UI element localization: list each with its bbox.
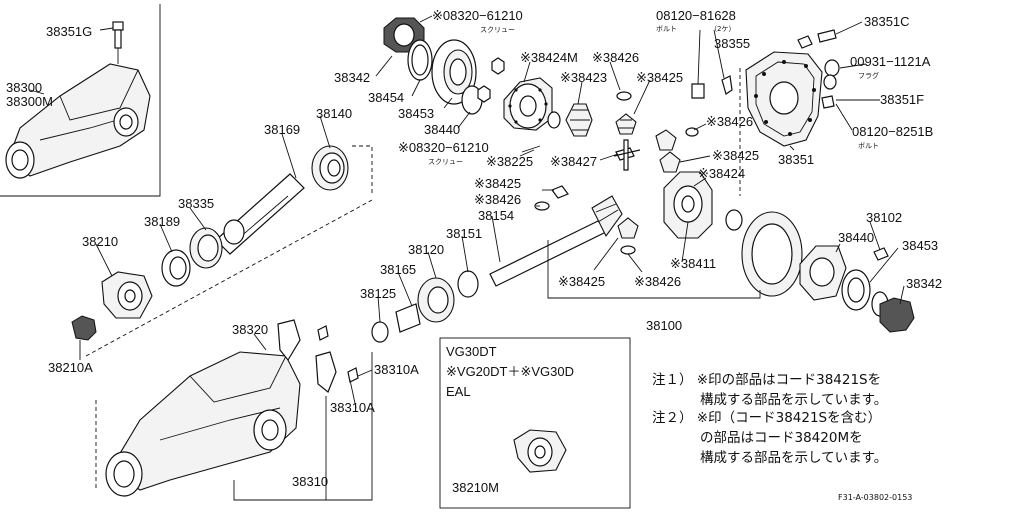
label-38210: 38210: [82, 234, 118, 249]
label-08320-a-sub: スクリュー: [480, 26, 515, 34]
label-38426-mid: ※38426: [706, 114, 753, 129]
label-38189: 38189: [144, 214, 180, 229]
label-38355: 38355: [714, 36, 750, 51]
note-1-line-2: 構成する部品を示しています。: [700, 392, 887, 408]
label-38120: 38120: [408, 242, 444, 257]
label-38169: 38169: [264, 122, 300, 137]
label-38300M: 38300M: [6, 94, 53, 109]
label-38425-top: ※38425: [636, 70, 683, 85]
label-38165: 38165: [380, 262, 416, 277]
legend-line-1: VG30DT: [446, 344, 497, 359]
legend-line-3: EAL: [446, 384, 471, 399]
label-08320-b: ※08320−61210: [398, 140, 489, 155]
label-38310: 38310: [292, 474, 328, 489]
figure-code: F31-A-03802-0153: [838, 493, 912, 502]
label-38351F: 38351F: [880, 92, 924, 107]
label-00931-sub: フラグ: [858, 71, 879, 80]
label-38102: 38102: [866, 210, 902, 225]
label-38320: 38320: [232, 322, 268, 337]
note-2-line-1: 注２） ※印（コード38421Sを含む）: [652, 410, 881, 426]
label-38426-top: ※38426: [592, 50, 639, 65]
label-38210M: 38210M: [452, 480, 499, 495]
label-38140: 38140: [316, 106, 352, 121]
drive-pinion-group: [71, 145, 373, 357]
label-08120-b: 08120−8251B: [852, 124, 933, 139]
label-38425-mid: ※38425: [712, 148, 759, 163]
label-08320-b-sub: スクリュー: [428, 158, 463, 166]
label-38411: ※38411: [670, 256, 716, 271]
label-38351C: 38351C: [864, 14, 910, 29]
label-38300: 38300: [6, 80, 42, 95]
inset-assembly: [0, 4, 161, 197]
label-08120-a-qty: （2ケ）: [710, 25, 735, 33]
label-38440-top: 38440: [424, 122, 460, 137]
label-38453-top: 38453: [398, 106, 434, 121]
label-38453-right: 38453: [902, 238, 938, 253]
legend-box: [439, 337, 631, 509]
legend-line-2: ※VG20DT＋※VG30D: [446, 364, 574, 379]
label-38426-c: ※38426: [474, 192, 521, 207]
label-38426-d: ※38426: [634, 274, 681, 289]
label-38427: ※38427: [550, 154, 597, 169]
part-labels: 38351G 38300 38300M 38342 38454 38453 38…: [6, 8, 942, 495]
label-38351G: 38351G: [46, 24, 92, 39]
rear-cover-group: [655, 29, 840, 196]
label-08120-a: 08120−81628: [656, 8, 736, 23]
label-38210A: 38210A: [48, 360, 93, 375]
label-38424: ※38424: [698, 166, 745, 181]
label-38100: 38100: [646, 318, 682, 333]
label-38310A-2: 38310A: [330, 400, 375, 415]
label-38225: ※38225: [486, 154, 533, 169]
label-38351: 38351: [778, 152, 814, 167]
label-08320-a: ※08320−61210: [432, 8, 523, 23]
label-38424M: ※38424M: [520, 50, 578, 65]
carrier-housing-group: [95, 319, 373, 501]
label-38342-top: 38342: [334, 70, 370, 85]
label-38154: 38154: [478, 208, 514, 223]
label-08120-b-sub: ボルト: [858, 142, 879, 150]
label-00931: 00931−1121A: [850, 54, 931, 69]
label-38440-right: 38440: [838, 230, 874, 245]
label-38342-right: 38342: [906, 276, 942, 291]
label-38310A-1: 38310A: [374, 362, 419, 377]
notes-block: 注１） ※印の部品はコード38421Sを 構成する部品を示しています。 注２） …: [652, 372, 887, 466]
label-38425-d: ※38425: [558, 274, 605, 289]
note-2-line-2: の部品はコード38420Mを: [700, 430, 863, 446]
leader-lines: [29, 15, 905, 409]
label-38335: 38335: [178, 196, 214, 211]
label-38423: ※38423: [560, 70, 607, 85]
label-38454: 38454: [368, 90, 404, 105]
note-2-line-3: 構成する部品を示しています。: [700, 450, 887, 466]
label-38125: 38125: [360, 286, 396, 301]
ring-gear-group: [547, 171, 915, 333]
label-38425-c: ※38425: [474, 176, 521, 191]
label-08120-a-sub: ボルト: [656, 25, 677, 33]
legend-text: VG30DT ※VG20DT＋※VG30D EAL: [446, 344, 574, 399]
label-38151: 38151: [446, 226, 482, 241]
note-1-line-1: 注１） ※印の部品はコード38421Sを: [652, 372, 881, 388]
differential-case-group: [383, 17, 641, 171]
